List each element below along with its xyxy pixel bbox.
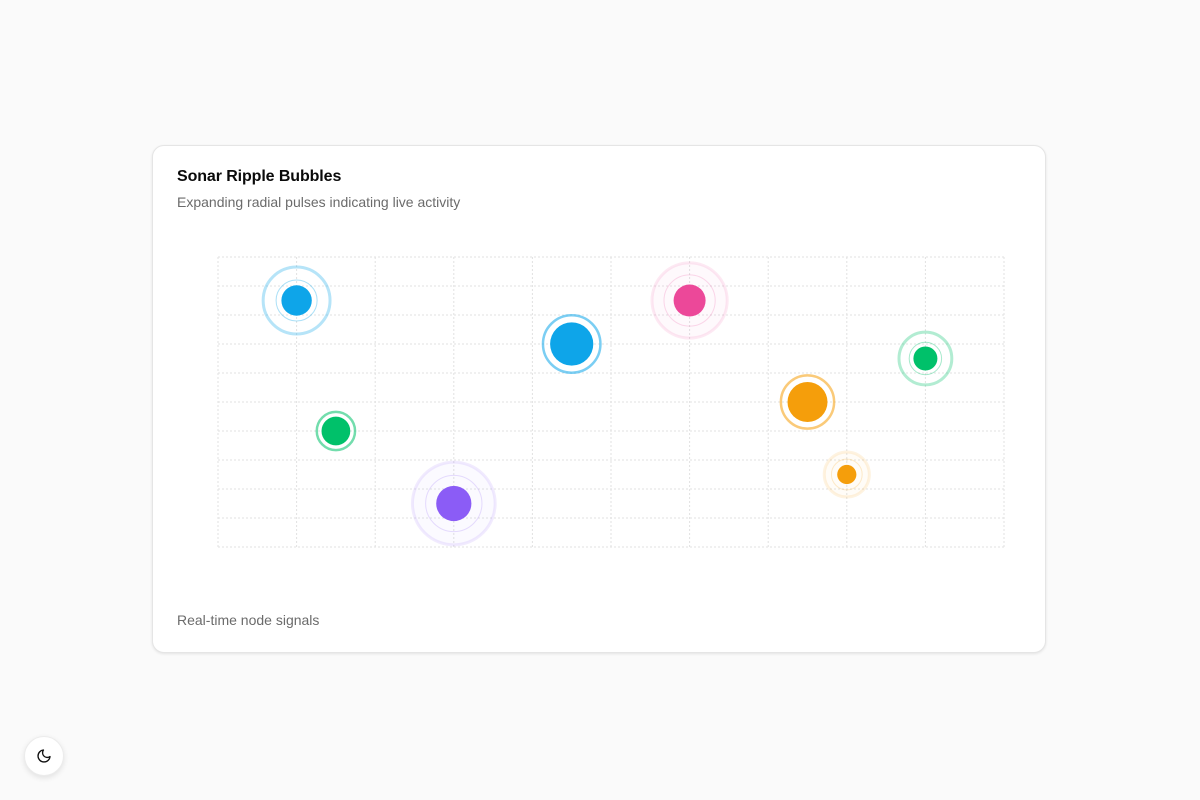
ripple-ring <box>897 330 954 387</box>
ripple-ring <box>315 410 357 452</box>
chart-grid <box>217 256 1005 548</box>
ripple-ring <box>822 450 871 499</box>
ripple-group <box>410 460 497 547</box>
ripple-group <box>315 410 357 452</box>
ripple-ring <box>425 474 483 533</box>
bubble-point[interactable] <box>321 416 351 446</box>
ripple-ring <box>275 279 318 322</box>
ripple-ring <box>541 314 602 374</box>
ripple-group <box>822 450 871 499</box>
chart-subtitle: Expanding radial pulses indicating live … <box>177 194 461 210</box>
ripple-group <box>541 314 602 374</box>
ripple-group <box>779 374 836 430</box>
bubble-layer <box>281 284 938 522</box>
ripple-group <box>650 261 729 340</box>
chart-footer: Real-time node signals <box>177 612 320 628</box>
bubble-point[interactable] <box>837 464 857 485</box>
moon-icon <box>37 749 51 763</box>
ripple-ring <box>261 265 332 336</box>
ripple-ring <box>779 374 836 430</box>
ripple-layer <box>261 261 954 547</box>
bubble-point[interactable] <box>913 346 938 371</box>
ripple-ring <box>650 261 729 340</box>
ripple-ring <box>410 460 497 547</box>
ripple-ring <box>908 341 943 376</box>
bubble-chart <box>217 256 1005 548</box>
chart-title: Sonar Ripple Bubbles <box>177 168 342 185</box>
ripple-group <box>897 330 954 387</box>
bubble-point[interactable] <box>436 485 472 522</box>
bubble-point[interactable] <box>281 285 312 316</box>
bubble-point[interactable] <box>550 322 594 366</box>
bubble-point[interactable] <box>673 284 706 317</box>
bubble-point[interactable] <box>787 382 828 422</box>
theme-toggle-button[interactable] <box>24 736 64 776</box>
ripple-ring <box>663 274 716 327</box>
ripple-ring <box>830 458 863 491</box>
chart-card: Sonar Ripple Bubbles Expanding radial pu… <box>152 145 1046 653</box>
ripple-group <box>261 265 332 336</box>
